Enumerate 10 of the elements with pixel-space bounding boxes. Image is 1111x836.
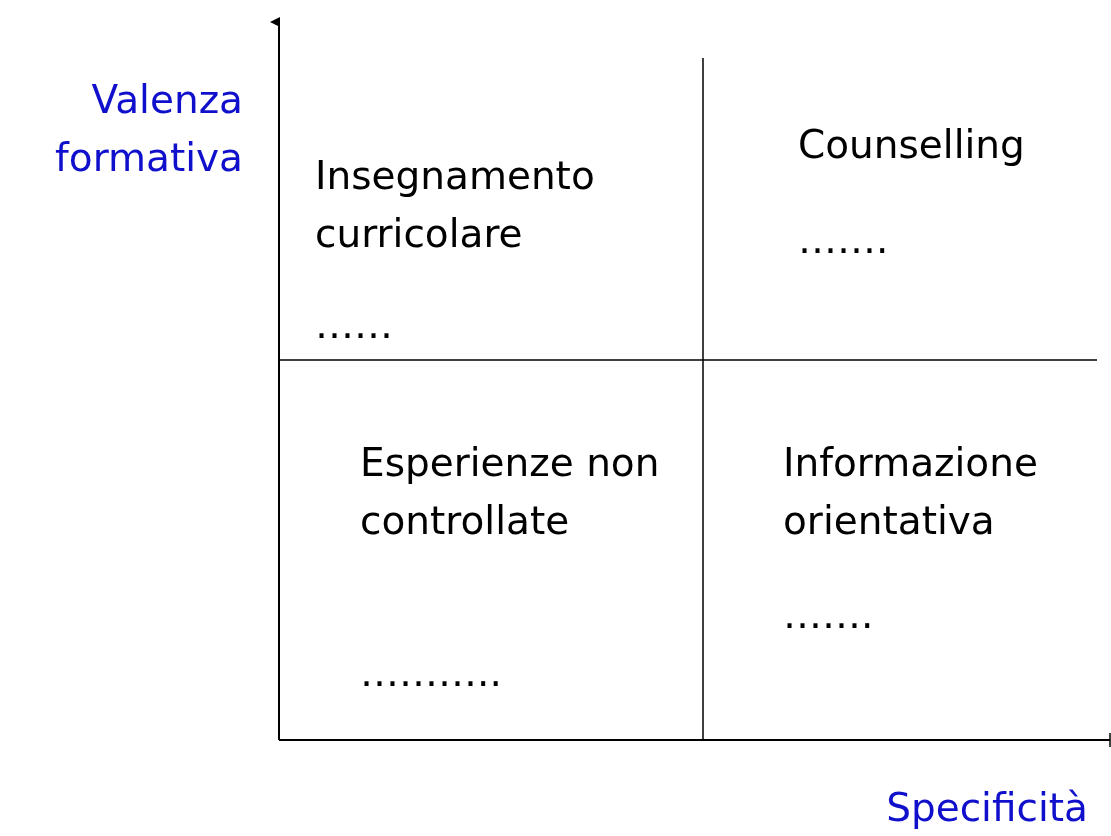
quadrant-label: Counselling (798, 121, 1026, 169)
quadrant-label: Esperienze non controllate (360, 439, 660, 545)
quadrant-label: Informazione orientativa (783, 439, 1039, 545)
axis-label: Specificità (886, 784, 1088, 832)
axis-label: Valenza formativa (54, 76, 243, 182)
placeholder-dots: ……. (798, 216, 889, 264)
placeholder-dots: ……….. (360, 649, 502, 697)
placeholder-dots: …… (315, 301, 393, 349)
placeholder-dots: ……. (783, 591, 874, 639)
quadrant-label: Insegnamento curricolare (315, 152, 596, 258)
